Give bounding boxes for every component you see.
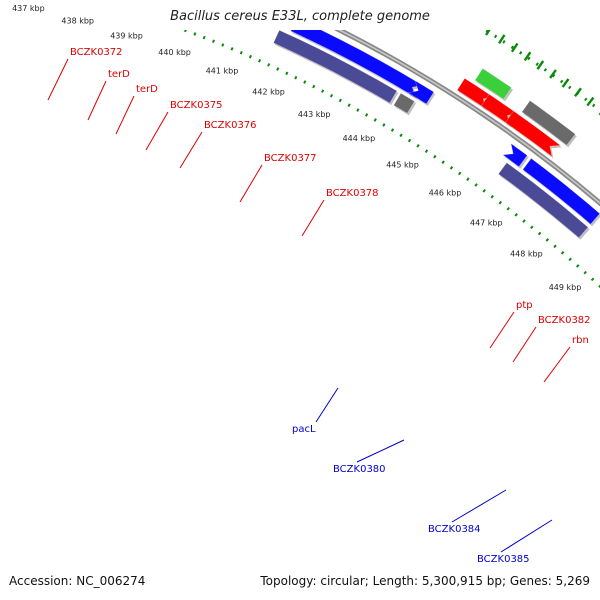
gene-green-4 (474, 68, 512, 100)
outer-major-tick (586, 96, 595, 107)
gene-label-forward: BCZK0382 (538, 315, 591, 326)
gene-label-forward: rbn (572, 335, 589, 346)
outer-major-tick (574, 87, 582, 97)
gene-red-7-shadow (260, 0, 321, 13)
leader-line (356, 439, 405, 463)
outer-major-tick (473, 18, 478, 27)
leader-line (489, 311, 515, 349)
gene-label-forward: BCZK0376 (204, 120, 257, 131)
gene-label-reverse: BCZK0380 (333, 464, 386, 475)
leader-line (47, 58, 69, 101)
outer-major-tick (523, 51, 532, 62)
outer-major-tick (561, 78, 570, 88)
outer-major-tick (536, 60, 545, 70)
leader-line (451, 489, 507, 523)
gene-red-7 (258, 0, 319, 11)
gene-red-10 (504, 110, 562, 158)
backbone-highlight (337, 30, 600, 205)
outer-major-tick (433, 0, 438, 3)
gene-gray-1 (521, 100, 576, 146)
outer-major-tick (446, 2, 451, 11)
genome-summary-text: Topology: circular; Length: 5,300,915 bp… (260, 574, 590, 588)
kbp-label: 444 kbp (343, 134, 376, 143)
leader-line (87, 80, 107, 121)
outer-major-tick (485, 30, 491, 36)
outer-major-tick (510, 42, 519, 53)
leader-line (145, 111, 169, 151)
gene-label-reverse: pacL (292, 424, 316, 435)
gene-navy-3 (273, 30, 398, 104)
leader-line (115, 95, 135, 135)
gene-label-forward: ptp (516, 300, 533, 311)
outer-major-tick (498, 34, 506, 45)
gene-label-reverse: BCZK0384 (428, 524, 481, 535)
gene-label-forward: terD (108, 69, 130, 80)
gene-blue-4 (522, 157, 600, 225)
gene-blue-3 (501, 142, 528, 168)
gene-label-forward: BCZK0378 (326, 188, 379, 199)
gene-label-forward: BCZK0375 (170, 100, 223, 111)
kbp-label: 443 kbp (298, 110, 331, 119)
gene-label-forward: BCZK0372 (70, 47, 123, 58)
kbp-label: 449 kbp (549, 283, 582, 292)
kbp-label: 438 kbp (61, 17, 94, 26)
leader-line (543, 346, 571, 383)
outer-major-tick (460, 10, 465, 19)
kbp-label: 446 kbp (429, 189, 462, 198)
leader-line (512, 326, 537, 363)
gene-label-forward: BCZK0377 (264, 153, 317, 164)
gene-label-forward: terD (136, 84, 158, 95)
leader-line (315, 387, 339, 423)
leader-line (500, 519, 553, 553)
gene-gray-2 (393, 92, 415, 114)
accession-text: Accession: NC_006274 (9, 574, 146, 588)
kbp-label: 447 kbp (470, 218, 503, 227)
gene-label-reverse: BCZK0385 (477, 554, 530, 565)
gene-blue-2 (407, 80, 435, 105)
kbp-label: 448 kbp (510, 250, 543, 259)
kbp-label: 440 kbp (158, 48, 191, 57)
kbp-label: 439 kbp (110, 31, 143, 40)
kbp-label: 442 kbp (252, 87, 285, 96)
kbp-label: 437 kbp (12, 4, 45, 13)
outer-major-tick (549, 69, 557, 79)
leader-line (239, 164, 263, 203)
leader-line (179, 131, 203, 169)
kbp-label: 445 kbp (386, 160, 419, 169)
kbp-label: 441 kbp (206, 67, 239, 76)
map-title: Bacillus cereus E33L, complete genome (170, 9, 430, 24)
gene-navy-4 (497, 162, 589, 239)
leader-line (301, 199, 325, 237)
